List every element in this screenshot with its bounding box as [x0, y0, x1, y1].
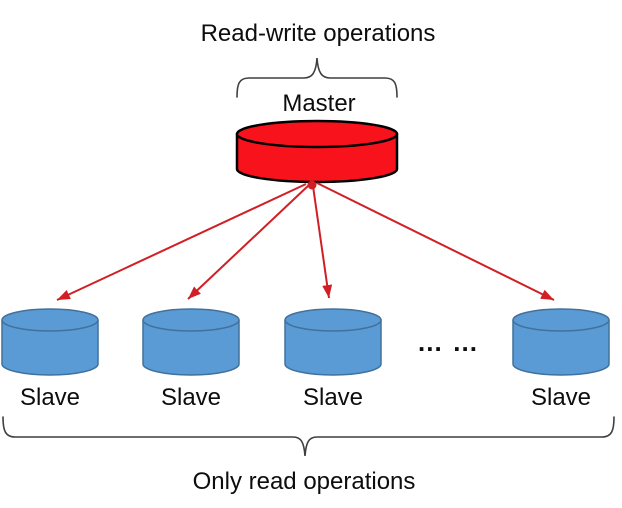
- slave-cylinder-body: [512, 319, 610, 376]
- slave-label-2: Slave: [160, 384, 222, 411]
- replication-arrow-3: [312, 185, 333, 299]
- slave-label-1: Slave: [19, 384, 81, 411]
- slave-cylinder-body: [142, 319, 240, 376]
- replication-arrow-2: [187, 184, 310, 300]
- slave-db-cylinder-3: [284, 308, 382, 376]
- bottom-brace: [2, 416, 615, 457]
- replication-arrows: [56, 180, 555, 301]
- master-db-cylinder: [235, 119, 399, 184]
- read-write-caption: Read-write operations: [200, 20, 436, 47]
- slave-label-3: Slave: [302, 384, 364, 411]
- master-label: Master: [282, 90, 356, 117]
- slave-cylinder-top: [1, 308, 99, 332]
- slave-db-cylinder-4: [512, 308, 610, 376]
- top-brace: [236, 57, 398, 98]
- slave-cylinder-top: [512, 308, 610, 332]
- more-slaves-ellipsis: … …: [416, 327, 480, 357]
- replication-arrow-4: [316, 182, 555, 301]
- slave-db-cylinder-2: [142, 308, 240, 376]
- slave-cylinder-top: [142, 308, 240, 332]
- slave-db-cylinder-1: [1, 308, 99, 376]
- slave-cylinder-body: [284, 319, 382, 376]
- slave-label-4: Slave: [530, 384, 592, 411]
- master-cylinder-top: [235, 119, 399, 149]
- arrow-origin-dot: [307, 180, 317, 190]
- replication-arrow-1: [56, 183, 307, 301]
- slave-cylinder-top: [284, 308, 382, 332]
- read-only-caption: Only read operations: [192, 468, 416, 495]
- slave-cylinder-body: [1, 319, 99, 376]
